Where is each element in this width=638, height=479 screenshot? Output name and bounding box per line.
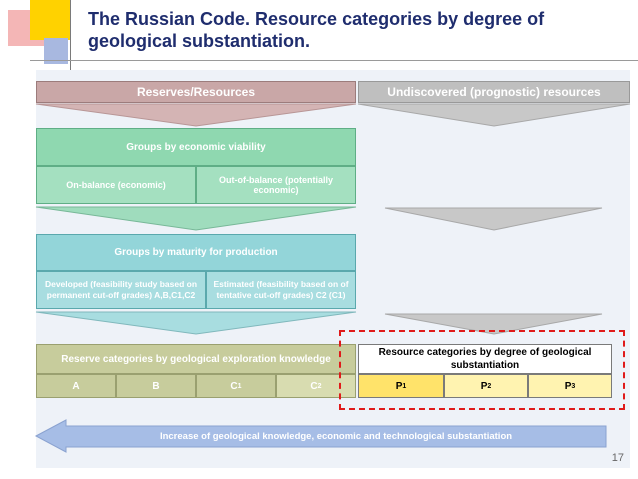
arrow-chevron-3 — [35, 206, 357, 231]
highlight-dashed-frame — [339, 330, 625, 410]
estimated-box: Estimated (feasibility based on of tenta… — [206, 271, 356, 309]
reserves-resources-box: Reserves/Resources — [36, 81, 356, 103]
on-balance-box: On-balance (economic) — [36, 166, 196, 204]
header-vertical-line — [70, 0, 71, 70]
bottom-arrow-label: Increase of geological knowledge, econom… — [159, 431, 513, 442]
bottom-arrow-shape — [34, 419, 607, 453]
slide-title: The Russian Code. Resource categories by… — [88, 9, 545, 51]
out-of-balance-box: Out-of-balance (potentially economic) — [196, 166, 356, 204]
groups-maturity-title: Groups by maturity for production — [36, 234, 356, 271]
arrow-chevron-2 — [357, 103, 631, 127]
category-b: B — [116, 374, 196, 398]
logo-square-blue — [44, 38, 68, 64]
arrow-chevron-5 — [35, 311, 357, 335]
resource-categories-title: Resource categories by degree of geologi… — [358, 344, 612, 374]
reserve-categories-title: Reserve categories by geological explora… — [36, 344, 356, 374]
arrow-chevron-4 — [384, 207, 603, 231]
groups-economic-title: Groups by economic viability — [36, 128, 356, 166]
arrow-chevron-1 — [35, 103, 357, 127]
developed-box: Developed (feasibility study based on pe… — [36, 271, 206, 309]
header-horizontal-line — [30, 60, 638, 61]
arrow-chevron-6 — [384, 313, 603, 335]
page-number: 17 — [611, 452, 624, 464]
undiscovered-resources-box: Undiscovered (prognostic) resources — [358, 81, 630, 103]
category-a: A — [36, 374, 116, 398]
logo-square-yellow — [30, 0, 70, 40]
